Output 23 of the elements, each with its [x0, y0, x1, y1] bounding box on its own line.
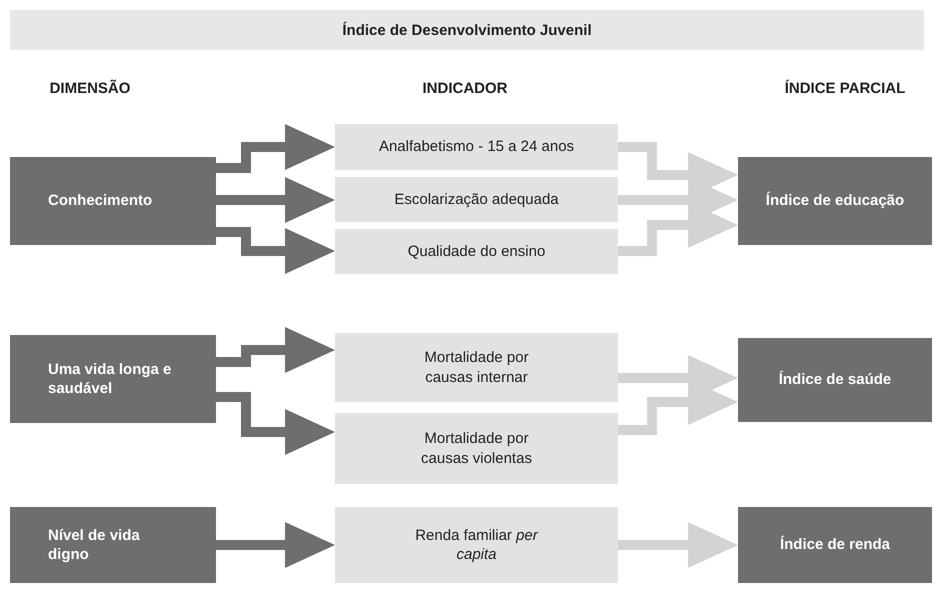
block-arrow: [216, 327, 335, 373]
column-header: ÍNDICE PARCIAL: [784, 80, 906, 97]
dark-box: Nível de vida digno: [10, 507, 216, 583]
indicator-box: Qualidade do ensino: [335, 229, 618, 274]
indicator-box: Escolarização adequada: [335, 177, 618, 222]
indicator-box: Mortalidade por causas internar: [335, 333, 618, 402]
column-header: INDICADOR: [422, 80, 508, 97]
indicator-box: Analfabetismo - 15 a 24 anos: [335, 124, 618, 170]
indicator-box: Mortalidade por causas violentas: [335, 413, 618, 484]
indicator-box: Renda familiar per capita: [335, 507, 618, 583]
title-band: Índice de Desenvolvimento Juvenil: [10, 10, 924, 50]
block-arrow: [216, 177, 335, 223]
block-arrow: [216, 392, 335, 455]
block-arrow: [216, 227, 335, 274]
block-arrow: [216, 522, 335, 568]
dark-box: Índice de educação: [738, 157, 932, 245]
column-header: DIMENSÃO: [50, 80, 130, 97]
dark-box: Índice de renda: [738, 507, 932, 583]
block-arrow: [618, 522, 738, 568]
dark-box: Índice de saúde: [738, 338, 932, 422]
dark-box: Conhecimento: [10, 157, 216, 245]
dark-box: Uma vida longa e saudável: [10, 335, 216, 423]
block-arrow: [216, 124, 335, 173]
